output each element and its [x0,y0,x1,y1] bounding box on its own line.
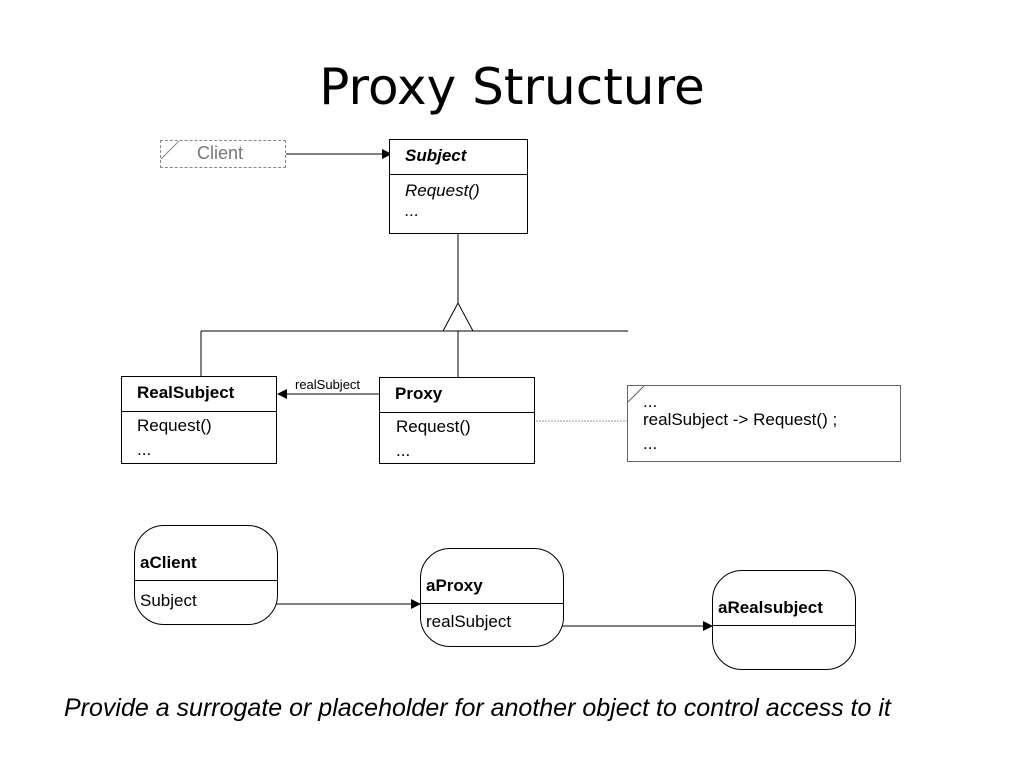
proxy-realsubject-arrowhead [277,389,287,399]
note-corner-icon [628,386,645,402]
note-line-1: ... [643,392,658,411]
proxy-divider [380,412,534,413]
realsubject-operation: Request() [137,416,212,435]
subject-operation: Request() [405,181,480,200]
arealsubject-divider [713,625,855,626]
realsubject-operation-more: ... [137,440,152,459]
subject-operation-more: ... [405,201,420,220]
aproxy-arealsubject-arrowhead [703,621,713,631]
subject-name: Subject [405,146,467,165]
note-line-3: ... [643,434,658,453]
aclient-object: aClient Subject [134,525,278,625]
subject-class: Subject Request() ... [389,139,528,234]
aclient-aproxy-arrowhead [411,599,421,609]
proxy-operation-more: ... [396,441,411,460]
inheritance-triangle [442,301,474,332]
aproxy-field: realSubject [426,612,512,631]
arealsubject-name: aRealsubject [718,598,823,617]
client-subject-arrowhead [382,149,392,159]
client-corner-icon [161,141,180,159]
implementation-note: ... realSubject -> Request() ; ... [627,385,901,462]
aclient-field: Subject [140,591,197,610]
proxy-operation: Request() [396,417,471,436]
association-label: realSubject [295,377,361,392]
slide-caption: Provide a surrogate or placeholder for a… [64,694,891,722]
aproxy-object: aProxy realSubject [420,548,564,647]
client-class: Client [160,140,286,168]
note-line-2: realSubject -> Request() ; [643,410,838,429]
slide-title: Proxy Structure [319,58,705,116]
subject-divider [390,174,527,175]
proxy-class: Proxy Request() ... [379,377,535,464]
client-name: Client [197,143,244,163]
aproxy-name: aProxy [426,576,483,595]
proxy-name: Proxy [395,384,443,403]
realsubject-name: RealSubject [137,383,235,402]
aclient-name: aClient [140,553,197,572]
arealsubject-object: aRealsubject [712,570,856,670]
realsubject-class: RealSubject Request() ... [121,376,277,464]
realsubject-divider [122,411,276,412]
aclient-divider [135,580,277,581]
aproxy-divider [421,603,563,604]
